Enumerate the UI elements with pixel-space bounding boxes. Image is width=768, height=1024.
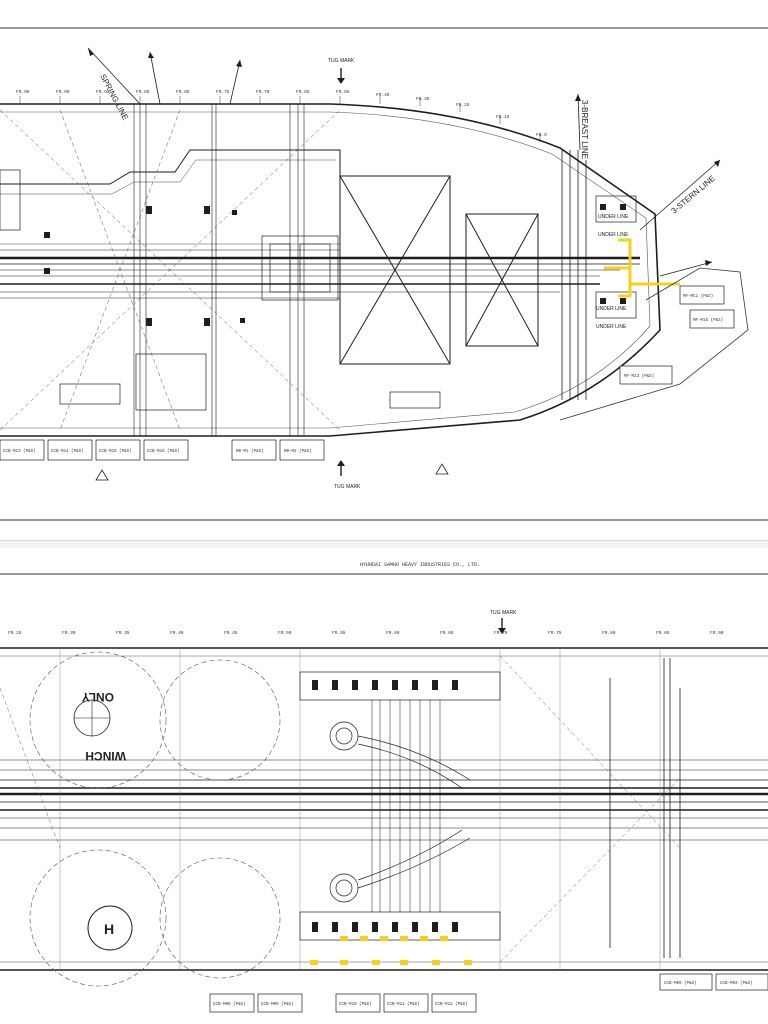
frame-label: FR.30 [62, 630, 76, 636]
frame-label: FR.25 [456, 102, 470, 108]
breast-line-label: 3-BREAST LINE [580, 100, 589, 159]
company-label: HYUNDAI SAMHO HEAVY INDUSTRIES CO., LTD. [360, 562, 480, 568]
stern-line-label: 3-STERN LINE [670, 174, 717, 216]
under-line-label: UNDER LINE [598, 214, 629, 220]
tag-label: CCB-M10 (P&S) [339, 1002, 372, 1007]
tag-label: RB-M1 (P&S) [236, 449, 264, 454]
tag-label: CCB-M09 (P&S) [261, 1002, 294, 1007]
winch-swing-circle [29, 651, 167, 789]
frame-label: FR.55 [332, 630, 346, 636]
tag-label: CCB-M15 (P&S) [99, 449, 132, 454]
frame-label: FR.50 [278, 630, 292, 636]
frame-label: FR.35 [416, 96, 430, 102]
frame-label: FR.89 [136, 89, 150, 95]
midship-deck-plan: HYUNDAI SAMHO HEAVY INDUSTRIES CO., LTD.… [0, 562, 768, 1013]
top-drawing-sheet: FR.96 FR.99 FR.92 FR.89 FR.85 FR.75 FR.7… [0, 27, 768, 521]
frame-label: FR.65 [440, 630, 454, 636]
hull-outline [0, 103, 661, 437]
svg-text:TUG MARK: TUG MARK [490, 610, 517, 616]
frame-label: FR.99 [56, 89, 70, 95]
tag-label: RB-M2 (P&S) [284, 449, 312, 454]
frame-label: FR.92 [96, 89, 110, 95]
hatch-cover-fwd [465, 213, 539, 347]
tag-label: CCB-M12 (P&S) [435, 1002, 468, 1007]
svg-text:TUG MARK: TUG MARK [328, 58, 355, 64]
svg-text:WINCH: WINCH [85, 749, 126, 763]
frame-label: FR.40 [170, 630, 184, 636]
winch-only-marking: ONLY WINCH [73, 690, 126, 763]
hatch-cover-aft [339, 175, 451, 365]
tag-label: MF-M15 (P&S) [693, 318, 723, 323]
frame-label: FR.35 [116, 630, 130, 636]
frame-label: FR.15 [496, 114, 510, 120]
tag-label: CCB-M11 (P&S) [387, 1002, 420, 1007]
frame-label: FR.75 [548, 630, 562, 636]
spring-line-label: SPRING LINE [98, 73, 130, 122]
tag-label: CCB-M16 (P&S) [147, 449, 180, 454]
frame-label: FR.55 [336, 89, 350, 95]
frame-label: FR.65 [296, 89, 310, 95]
frame-label: FR.85 [176, 89, 190, 95]
tag-label: CCB-M05 (P&S) [664, 981, 697, 986]
frame-label: FR.45 [224, 630, 238, 636]
frame-label: FR.25 [8, 630, 22, 636]
frame-label: FR.96 [16, 89, 30, 95]
tag-label: CCB-M03 (P&S) [720, 981, 753, 986]
frame-label: FR.85 [656, 630, 670, 636]
under-line-label: UNDER LINE [598, 232, 629, 238]
highlighted-manifold-valves [310, 936, 472, 965]
svg-text:H: H [104, 921, 114, 937]
frame-label: FR.80 [602, 630, 616, 636]
winch-swing-circle [29, 849, 167, 987]
tag-label: CCB-M13 (P&S) [3, 449, 36, 454]
tag-label: CCB-M08 (P&S) [213, 1002, 246, 1007]
tag-label: MF-MC1 (P&S) [683, 294, 713, 299]
tug-mark-bottom: TUG MARK [334, 460, 361, 490]
frame-label: FR.5 [536, 132, 547, 138]
frame-label: FR.60 [386, 630, 400, 636]
frame-label: FR.75 [216, 89, 230, 95]
frame-label: FR.90 [710, 630, 724, 636]
frame-label: FR.45 [376, 92, 390, 98]
tug-mark-midship: TUG MARK [490, 610, 517, 634]
svg-text:ONLY: ONLY [82, 690, 114, 704]
bottom-drawing-sheet: HYUNDAI SAMHO HEAVY INDUSTRIES CO., LTD.… [0, 548, 768, 1024]
svg-text:TUG MARK: TUG MARK [334, 484, 361, 490]
frame-label: FR.70 [256, 89, 270, 95]
stern-deck-plan: FR.96 FR.99 FR.92 FR.89 FR.85 FR.75 FR.7… [0, 27, 768, 521]
tug-mark-top: TUG MARK [328, 58, 355, 84]
frame-label: FR.70 [494, 630, 508, 636]
highlighted-mooring-line [604, 238, 680, 298]
tag-label: MF-M23 (P&S) [624, 374, 654, 379]
helideck-mark: H [87, 905, 133, 951]
under-line-label: UNDER LINE [596, 324, 627, 330]
under-line-label: UNDER LINE [596, 306, 627, 312]
tag-label: CCB-M14 (P&S) [51, 449, 84, 454]
